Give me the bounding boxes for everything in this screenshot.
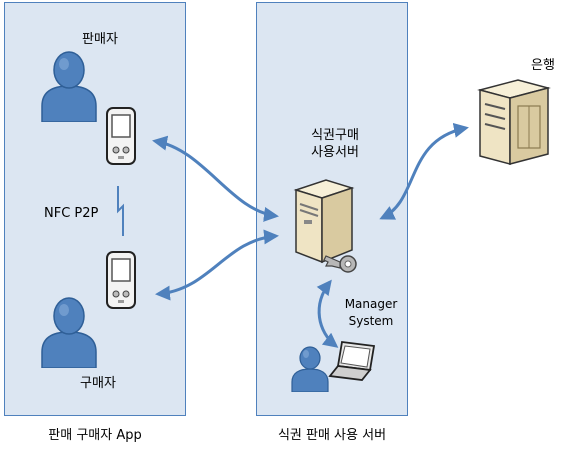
laptop-icon [328, 340, 376, 381]
buyer-label: 구매자 [80, 376, 116, 391]
manager-person-icon [291, 346, 329, 392]
manager-label-line1: Manager [344, 297, 398, 311]
app-panel-caption: 판매 구매자 App [48, 428, 142, 443]
server-key-icon [293, 179, 357, 273]
seller-label: 판매자 [82, 32, 118, 47]
bank-server-icon [477, 79, 551, 165]
server-label-line1: 식권구매 [311, 128, 359, 143]
arrow-server-manager [316, 279, 339, 348]
seller-phone-icon [106, 107, 136, 165]
manager-label-line2: System [348, 314, 394, 328]
arrow-buyer-server [155, 229, 279, 301]
arrow-seller-server [152, 135, 279, 222]
bank-label: 은행 [531, 58, 555, 73]
arrow-server-bank [379, 122, 469, 220]
nfc-link [117, 186, 124, 236]
server-label-line2: 사용서버 [311, 145, 359, 160]
nfc-label: NFC P2P [44, 206, 99, 221]
seller-person-icon [41, 51, 97, 122]
buyer-person-icon [41, 297, 97, 368]
buyer-phone-icon [106, 251, 136, 309]
server-panel-caption: 식권 판매 사용 서버 [277, 428, 387, 443]
